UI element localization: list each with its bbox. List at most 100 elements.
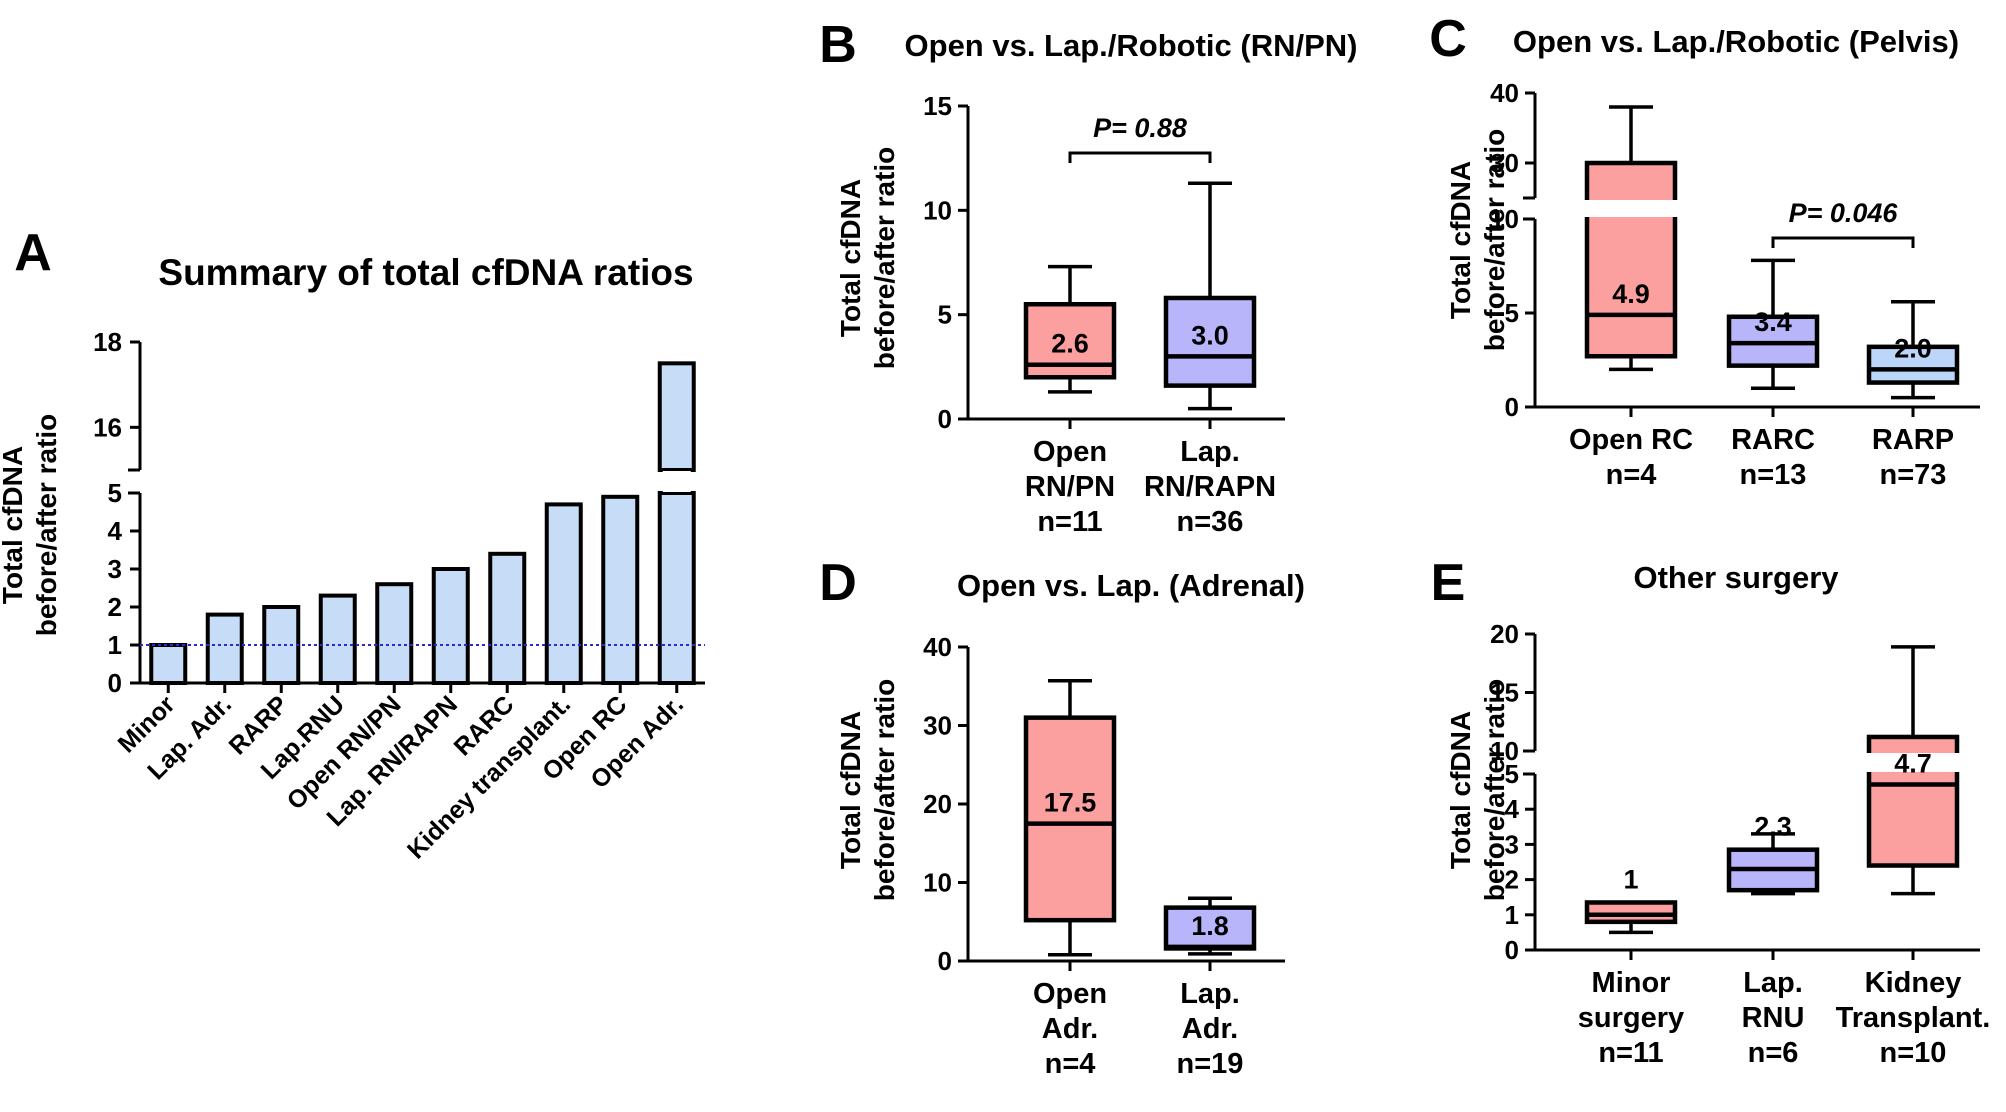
x-tick-label: n=19 [1177, 1048, 1244, 1080]
bar [149, 643, 188, 685]
bar [262, 605, 301, 685]
y-tick-label: 10 [1490, 736, 1519, 766]
y-tick-label: 5 [108, 478, 122, 508]
x-tick-label: Adr. [1182, 1013, 1238, 1045]
y-tick-label: 15 [923, 91, 952, 121]
bar [318, 593, 357, 685]
x-tick-label: RARP [1872, 424, 1954, 456]
x-tick-label: Lap. [1180, 978, 1240, 1010]
box [1163, 295, 1257, 388]
y-tick-label: 1 [1505, 900, 1519, 930]
x-tick-label: Minor [1592, 967, 1671, 999]
y-tick-label: 30 [923, 711, 952, 741]
median-label: 4.9 [1612, 279, 1650, 309]
y-tick-label: 18 [93, 327, 122, 357]
x-tick-label: n=4 [1045, 1048, 1096, 1080]
x-tick-label: RN/PN [1025, 471, 1115, 503]
bar [657, 361, 696, 473]
x-tick-label: n=73 [1880, 459, 1947, 491]
bar [601, 494, 640, 685]
y-tick-label: 0 [938, 404, 952, 434]
bar-break-gap [662, 471, 691, 492]
chart-title: Summary of total cfDNA ratios [158, 252, 693, 293]
box [1584, 900, 1678, 925]
bar [544, 502, 583, 685]
y-tick-label: 5 [1505, 298, 1519, 328]
median-label: 2.0 [1894, 333, 1932, 363]
y-axis-label: Total cfDNA [1445, 711, 1476, 869]
y-axis-label: Total cfDNA [0, 446, 28, 604]
y-tick-label: 10 [923, 868, 952, 898]
y-tick-label: 5 [1505, 759, 1519, 789]
y-tick-label: 30 [1490, 148, 1519, 178]
chart-title: Open vs. Lap. (Adrenal) [957, 568, 1305, 603]
y-tick-label: 10 [923, 195, 952, 225]
box-break-gap [1583, 200, 1679, 217]
x-tick-label: Open [1033, 436, 1107, 468]
y-tick-label: 4 [1505, 794, 1520, 824]
box [1866, 344, 1960, 385]
x-tick-label: Open [1033, 978, 1107, 1010]
panel-letter: E [1431, 554, 1466, 612]
y-tick-label: 10 [1490, 204, 1519, 234]
median-label: 4.7 [1894, 749, 1932, 779]
y-tick-label: 2 [108, 592, 122, 622]
x-tick-label: Kidney [1865, 967, 1962, 999]
chart-title: Open vs. Lap./Robotic (Pelvis) [1513, 24, 1959, 59]
significance-bracket [1068, 151, 1212, 163]
y-tick-label: 5 [938, 300, 952, 330]
median-label: 2.3 [1754, 812, 1792, 842]
y-axis-label: Total cfDNA [835, 179, 866, 337]
x-tick-label: RNU [1742, 1002, 1805, 1034]
panel-letter: D [819, 554, 857, 612]
y-tick-label: 0 [938, 946, 952, 976]
median-label: 3.0 [1191, 320, 1229, 350]
x-tick-label: Lap. [1743, 967, 1803, 999]
panel-letter: A [14, 224, 52, 282]
y-axis-label: Total cfDNA [835, 711, 866, 869]
x-tick-label: n=10 [1880, 1037, 1947, 1069]
x-tick-label: Open RC [1569, 424, 1693, 456]
y-tick-label: 16 [93, 412, 122, 442]
chart-title: Open vs. Lap./Robotic (RN/PN) [905, 28, 1358, 63]
x-tick-label: RN/RAPN [1144, 471, 1276, 503]
y-tick-label: 4 [108, 516, 123, 546]
x-tick-label: n=4 [1606, 459, 1657, 491]
y-tick-label: 2 [1505, 865, 1519, 895]
panel-b: B Open vs. Lap./Robotic (RN/PN) Total cfDN… [819, 16, 1357, 538]
bar [205, 612, 244, 685]
x-tick-label: Transplant. [1836, 1002, 1991, 1034]
y-axis-label: Total cfDNA [1445, 161, 1476, 319]
bar [431, 567, 470, 685]
y-tick-label: 3 [1505, 829, 1519, 859]
box [1023, 715, 1117, 923]
x-tick-label: n=6 [1748, 1037, 1799, 1069]
y-tick-label: 40 [923, 632, 952, 662]
panel-letter: C [1429, 10, 1467, 68]
y-tick-label: 1 [108, 630, 122, 660]
median-label: 2.6 [1051, 329, 1089, 359]
p-value: P= 0.046 [1789, 198, 1899, 228]
median-label: 1 [1623, 864, 1638, 894]
bar [657, 491, 696, 685]
y-tick-label: 20 [1490, 619, 1519, 649]
y-tick-label: 0 [1505, 392, 1519, 422]
x-tick-label: Adr. [1042, 1013, 1098, 1045]
x-tick-label: Lap. [1180, 436, 1240, 468]
panel-letter: B [819, 16, 857, 74]
box-break-gap [1865, 753, 1961, 772]
x-tick-label: n=11 [1598, 1037, 1663, 1069]
y-axis-label: before/after ratio [869, 679, 900, 902]
y-tick-label: 3 [108, 554, 122, 584]
x-tick-label: n=11 [1037, 506, 1102, 538]
y-axis-label: before/after ratio [1479, 679, 1510, 902]
x-tick-label: n=36 [1177, 506, 1244, 538]
box [1584, 160, 1678, 359]
bar [375, 582, 414, 686]
y-axis-label: before/after ratio [31, 414, 62, 637]
y-axis-label: before/after ratio [1479, 129, 1510, 352]
chart-title: Other surgery [1633, 560, 1839, 595]
